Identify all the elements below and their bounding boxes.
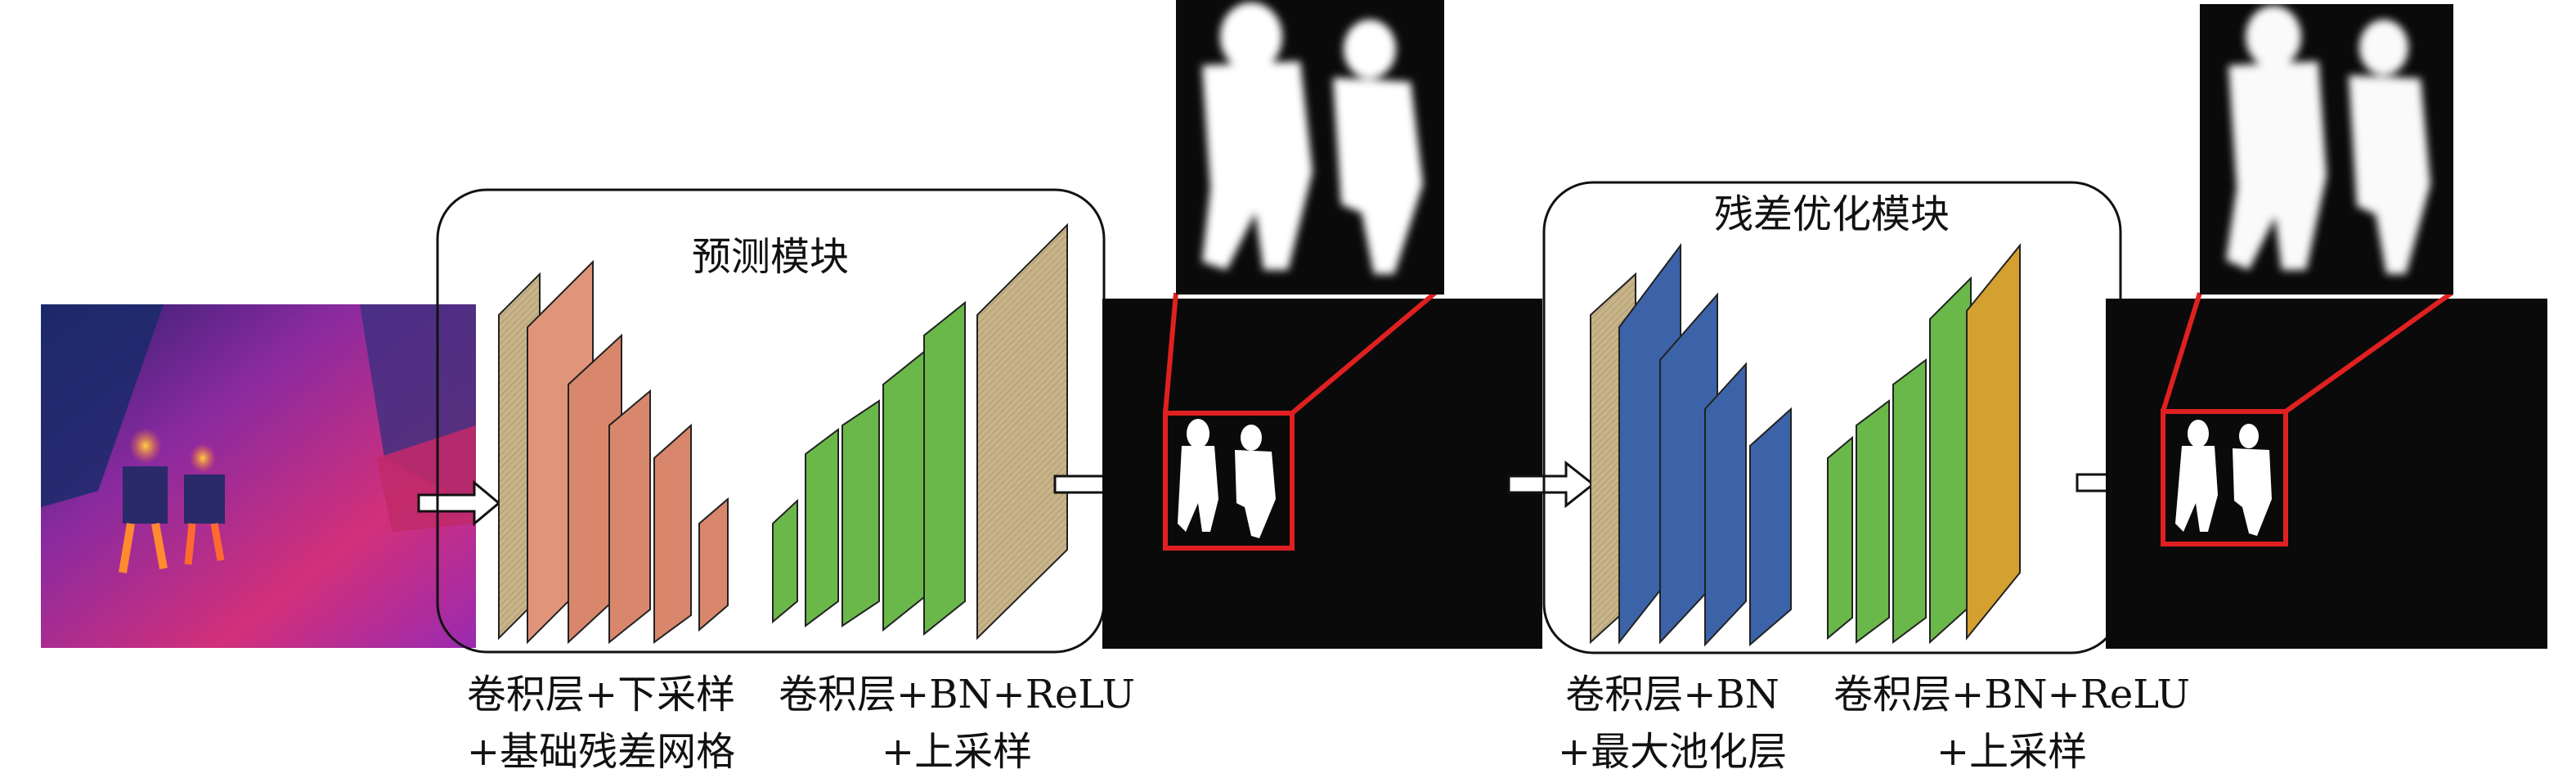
caption-residual-encoder-line2: +最大池化层 [1558,729,1787,775]
residual-decoder-layers [1827,243,2021,645]
decoder-layers [772,223,1068,641]
thermal-image [41,304,476,648]
caption-encoder-line1: 卷积层+下采样 [467,672,735,717]
coarse-mask [1102,290,1542,649]
arrow-right-icon [417,479,501,527]
caption-decoder-line2: +上采样 [882,729,1032,775]
caption-residual-decoder-line1: 卷积层+BN+ReLU [1833,672,2190,717]
encoder-layers [498,259,729,645]
refined-mask [2106,290,2547,649]
caption-residual-encoder-line1: 卷积层+BN [1565,672,1779,717]
residual-module-title: 残差优化模块 [1714,191,1950,237]
captions: 卷积层+下采样 +基础残差网格 卷积层+BN+ReLU +上采样 卷积层+BN … [467,672,2190,775]
prediction-module-title: 预测模块 [692,234,849,280]
refined-mask-zoom [2200,4,2453,295]
caption-decoder-line1: 卷积层+BN+ReLU [779,672,1135,717]
residual-encoder-layers [1590,243,1792,647]
caption-residual-decoder-line2: +上采样 [1936,729,2087,775]
coarse-mask-zoom [1176,0,1444,295]
arrow-right-icon [1507,460,1595,509]
caption-encoder-line2: +基础残差网格 [467,729,735,775]
